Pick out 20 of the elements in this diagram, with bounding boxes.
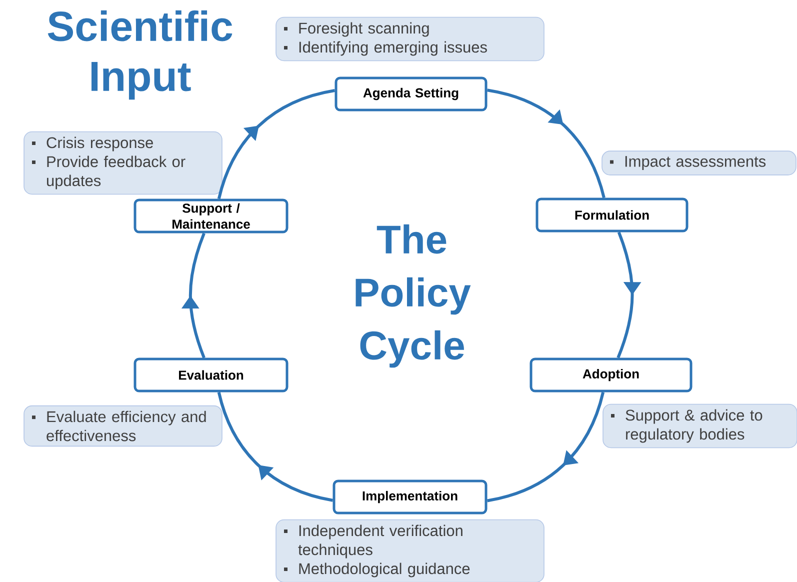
info-box: Impact assessments <box>602 150 796 176</box>
step-box: Formulation <box>536 198 688 232</box>
center-title: The Policy Cycle <box>356 224 471 368</box>
info-box: Evaluate efficiency and effectiveness <box>24 405 222 447</box>
step-box: Evaluation <box>134 358 288 392</box>
arrow <box>486 392 605 502</box>
step-box: Agenda Setting <box>334 76 488 112</box>
step-box: Implementation <box>332 480 488 514</box>
arrow <box>217 392 334 502</box>
arrow <box>181 232 206 358</box>
info-box: Crisis response Provide feedback or updates <box>24 131 222 195</box>
title: Scientific Input <box>48 10 232 100</box>
arrow <box>616 232 642 358</box>
arrow <box>217 89 336 200</box>
arrow <box>486 88 606 198</box>
step-box: Adoption <box>530 358 692 392</box>
info-box: Foresight scanning Identifying emerging issues <box>276 16 544 62</box>
info-box: Independent verification techniques Methodological guidance <box>276 519 544 582</box>
step-box: Support / Maintenance <box>134 198 288 234</box>
info-box: Support & advice to regulatory bodies <box>602 404 797 448</box>
